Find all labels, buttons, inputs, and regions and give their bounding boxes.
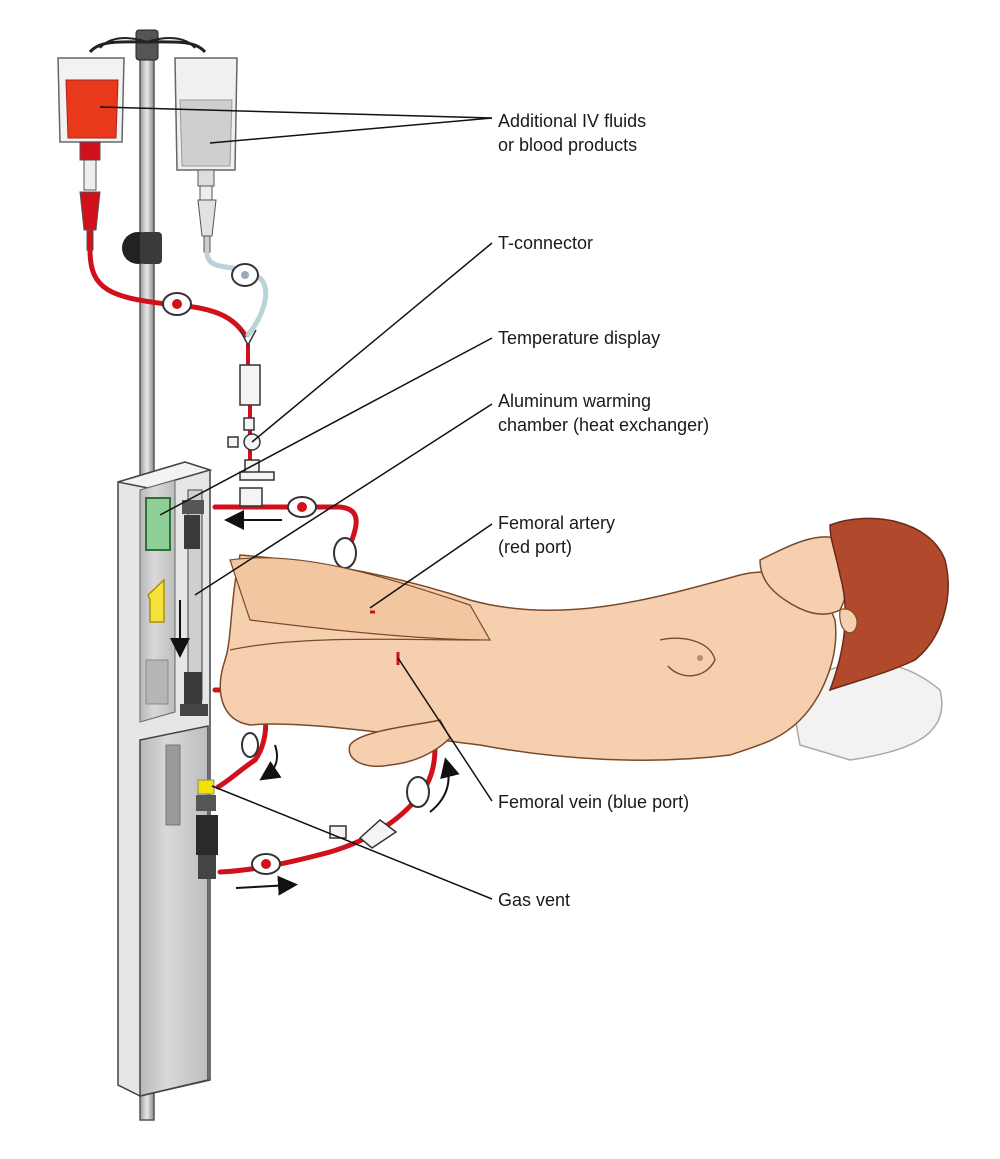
label-iv-fluids: Additional IV fluids or blood products	[498, 109, 646, 157]
roller-clamp-icon	[287, 496, 317, 518]
patient	[219, 517, 949, 767]
roller-clamp-icon	[406, 776, 430, 808]
label-temperature-display-line-1: Temperature display	[498, 328, 661, 348]
leader-lines	[99, 106, 493, 900]
roller-clamp-icon	[251, 853, 281, 875]
flow-arrow-icon	[429, 757, 460, 813]
roller-clamp-icon	[162, 292, 192, 316]
label-warming-chamber: Aluminum warming chamber (heat exchanger…	[498, 389, 709, 437]
clear-fluid-bag	[174, 57, 238, 253]
label-femoral-vein: Femoral vein (blue port)	[498, 790, 689, 814]
blood-bag	[57, 57, 125, 251]
label-warming-chamber-line-2: chamber (heat exchanger)	[498, 415, 710, 435]
label-gas-vent: Gas vent	[498, 888, 570, 912]
flow-arrow-icon	[259, 744, 282, 781]
label-femoral-artery-line-1: Femoral artery	[498, 513, 616, 533]
label-warming-chamber-line-1: Aluminum warming	[498, 391, 652, 411]
roller-clamp-icon	[333, 537, 357, 569]
flow-arrow-icon	[235, 875, 298, 896]
label-iv-fluids-line-2: or blood products	[498, 135, 638, 155]
warming-device	[117, 461, 218, 1097]
roller-clamp-icon	[231, 263, 259, 287]
label-iv-fluids-line-1: Additional IV fluids	[498, 111, 647, 131]
label-femoral-vein-line-1: Femoral vein (blue port)	[498, 792, 690, 812]
label-femoral-artery: Femoral artery (red port)	[498, 511, 615, 559]
label-t-connector: T-connector	[498, 231, 593, 255]
label-temperature-display: Temperature display	[498, 326, 660, 350]
label-gas-vent-line-1: Gas vent	[498, 890, 571, 910]
label-t-connector-line-1: T-connector	[498, 233, 594, 253]
label-femoral-artery-line-2: (red port)	[498, 537, 573, 557]
roller-clamp-icon	[241, 732, 259, 758]
